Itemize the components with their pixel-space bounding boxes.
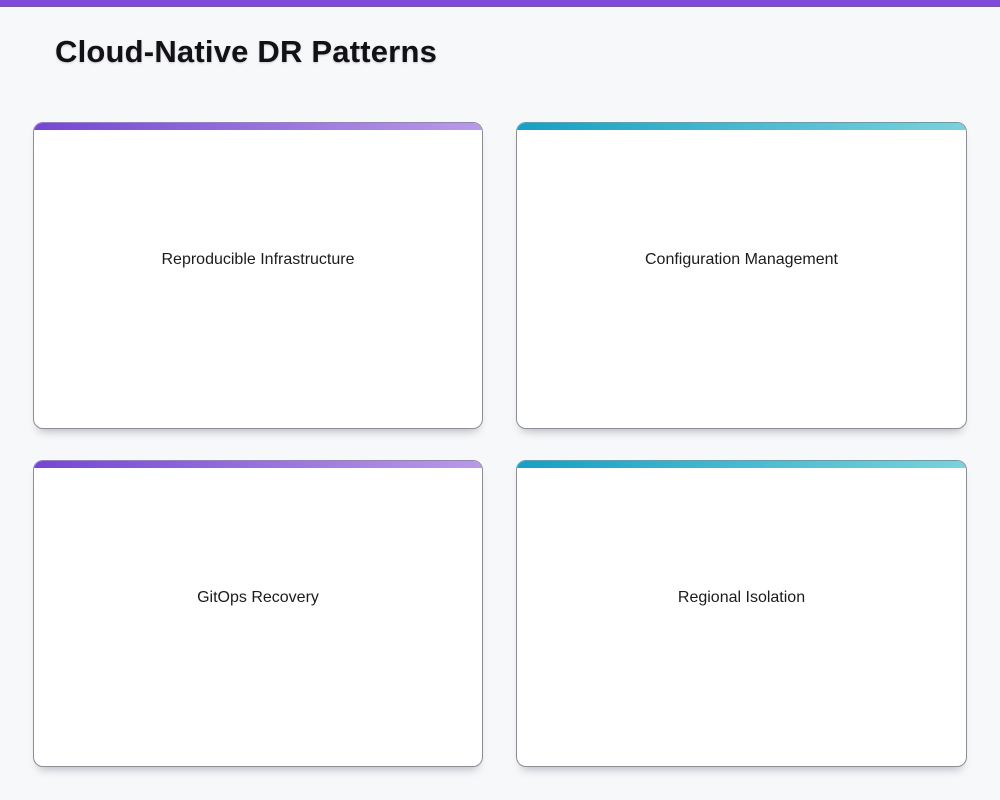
pattern-card-label: Reproducible Infrastructure: [161, 251, 355, 269]
pattern-card-label: Regional Isolation: [677, 589, 806, 607]
card-accent-strip: [34, 461, 482, 468]
card-accent-strip: [34, 123, 482, 130]
pattern-card-regional-isolation: Regional Isolation: [516, 460, 967, 767]
pattern-card-configuration-management: Configuration Management: [516, 122, 967, 429]
pattern-card-gitops-recovery: GitOps Recovery: [33, 460, 483, 767]
pattern-card-label: GitOps Recovery: [197, 589, 319, 607]
card-accent-strip: [517, 461, 966, 468]
page-title: Cloud-Native DR Patterns: [55, 34, 438, 69]
pattern-card-label: Configuration Management: [644, 251, 838, 269]
top-accent-bar: [0, 0, 1000, 7]
pattern-card-reproducible-infrastructure: Reproducible Infrastructure: [33, 122, 483, 429]
patterns-grid: Reproducible Infrastructure Configuratio…: [33, 122, 967, 767]
card-accent-strip: [517, 123, 966, 130]
